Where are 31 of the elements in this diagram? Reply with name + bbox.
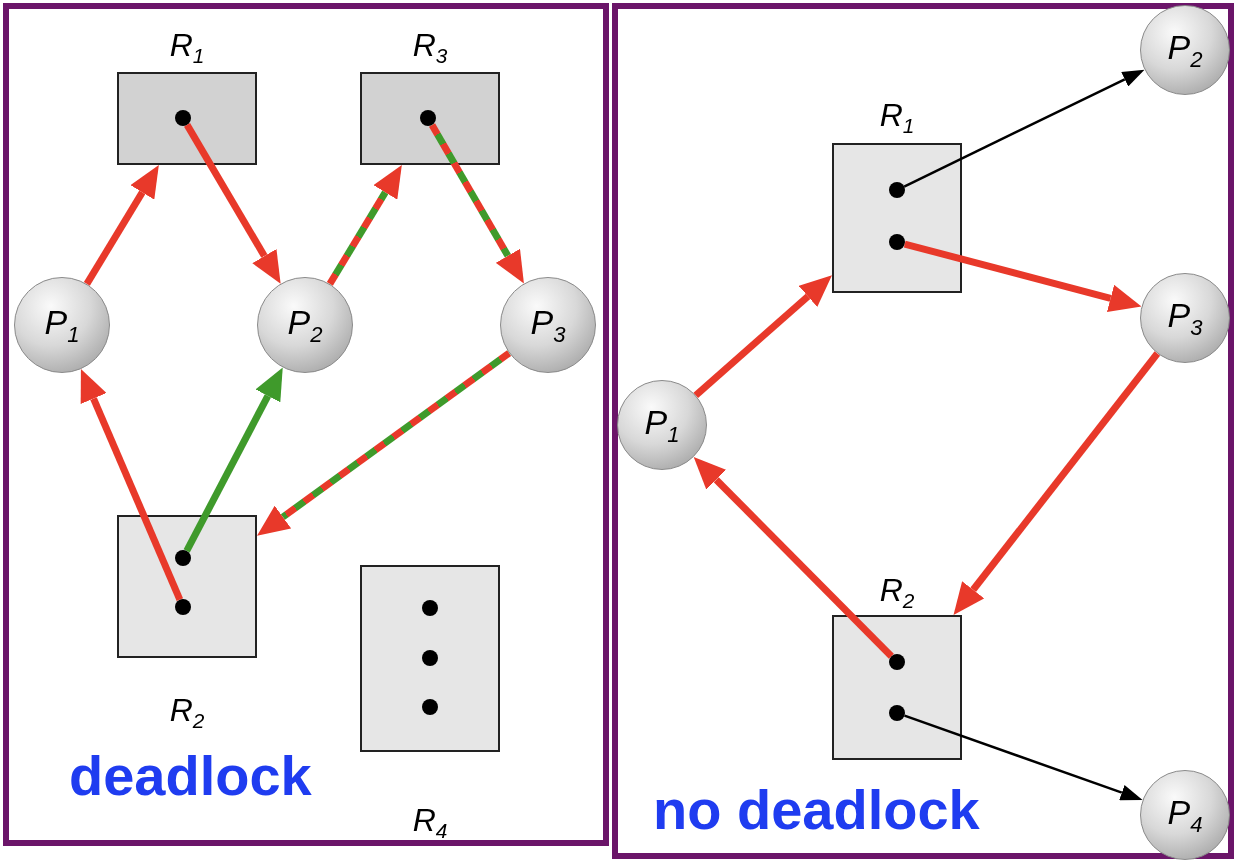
resource-label: R$_{4}$ bbox=[412, 801, 448, 845]
arrow bbox=[953, 351, 1161, 615]
process-label: P$_{3}$ bbox=[1167, 295, 1203, 341]
process-label: P$_{2}$ bbox=[1167, 27, 1203, 73]
arrow bbox=[693, 275, 832, 398]
panel-title: deadlock bbox=[69, 745, 312, 807]
resource-label: R$_{2}$ bbox=[169, 691, 205, 735]
arrow bbox=[903, 240, 1142, 312]
arrow bbox=[326, 165, 402, 286]
resource-label: R$_{1}$ bbox=[879, 96, 915, 140]
process-label: P$_{2}$ bbox=[287, 302, 323, 348]
arrow bbox=[429, 123, 524, 284]
panel bbox=[3, 3, 609, 846]
process-label: P$_{4}$ bbox=[1167, 792, 1203, 838]
panel bbox=[612, 3, 1234, 859]
resource-label: R$_{3}$ bbox=[412, 26, 448, 70]
process-label: P$_{1}$ bbox=[44, 302, 80, 348]
resource-label: R$_{2}$ bbox=[879, 571, 915, 615]
process-circle bbox=[1140, 5, 1230, 95]
arrow bbox=[83, 165, 159, 286]
arrow bbox=[903, 69, 1145, 188]
process-label: P$_{3}$ bbox=[530, 302, 566, 348]
arrow bbox=[693, 456, 894, 659]
arrow bbox=[80, 369, 184, 602]
process-label: P$_{1}$ bbox=[644, 402, 680, 448]
panel-title: no deadlock bbox=[653, 779, 980, 841]
arrow bbox=[904, 714, 1143, 801]
resource-label: R$_{1}$ bbox=[169, 26, 205, 70]
arrow bbox=[184, 123, 281, 284]
arrow bbox=[183, 367, 283, 553]
arrow bbox=[257, 350, 512, 536]
